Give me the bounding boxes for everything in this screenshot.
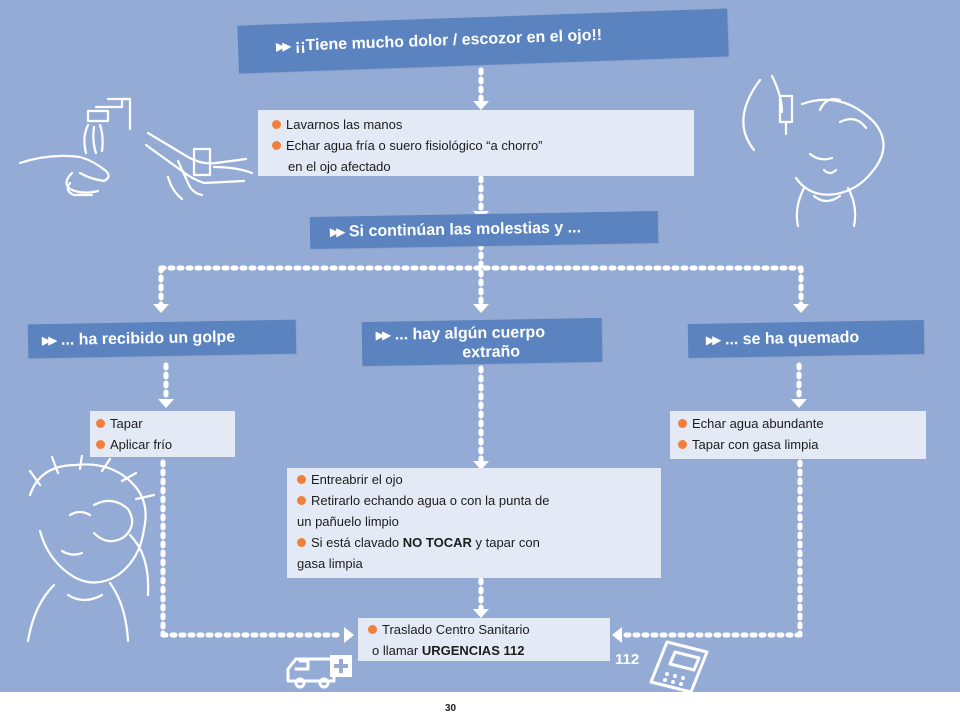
quemado-item: Echar agua abundante xyxy=(678,413,926,434)
cuerpo-item-continuation: un pañuelo limpio xyxy=(297,514,399,529)
cuerpo-item: Entreabrir el ojo xyxy=(297,469,661,490)
step1-item: Echar agua fría o suero fisiológico “a c… xyxy=(272,135,694,156)
double-arrow-icon: ▶▶ xyxy=(705,334,720,347)
urgencias-text: URGENCIAS 112 xyxy=(421,643,525,658)
traslado-line: o llamar URGENCIAS 112 xyxy=(372,643,525,658)
golpe-item: Tapar xyxy=(96,413,235,434)
quemado-box: Echar agua abundante Tapar con gasa limp… xyxy=(670,411,926,459)
quemado-item: Tapar con gasa limpia xyxy=(678,434,926,455)
step1-item: Lavarnos las manos xyxy=(272,114,694,135)
double-arrow-icon: ▶▶ xyxy=(41,334,56,348)
hurt-eye-person-icon xyxy=(26,455,156,643)
branch-header-quemado: ▶▶... se ha quemado xyxy=(687,319,925,359)
cuerpo-extrano-box: Entreabrir el ojo Retirarlo echando agua… xyxy=(287,468,661,578)
cuerpo-item: Si está clavado NO TOCAR y tapar con xyxy=(297,532,661,553)
bullet-icon xyxy=(678,440,687,449)
step1-item-continuation: en el ojo afectado xyxy=(288,159,391,174)
traslado-box: Traslado Centro Sanitario o llamar URGEN… xyxy=(358,618,610,661)
branch-header-golpe: ▶▶... ha recibido un golpe xyxy=(27,319,297,359)
no-tocar-text: NO TOCAR xyxy=(402,535,472,550)
bullet-icon xyxy=(272,120,281,129)
golpe-item: Aplicar frío xyxy=(96,434,235,455)
mobile-phone-icon xyxy=(649,640,709,694)
title-text: ¡¡Tiene mucho dolor / escozor en el ojo!… xyxy=(294,26,603,55)
double-arrow-icon: ▶▶ xyxy=(275,40,290,54)
step1-box: Lavarnos las manos Echar agua fría o sue… xyxy=(258,110,694,176)
double-arrow-icon: ▶▶ xyxy=(375,329,389,342)
bullet-icon xyxy=(96,419,105,428)
double-arrow-icon: ▶▶ xyxy=(329,226,344,239)
bullet-icon xyxy=(297,538,306,547)
branch-header-cuerpo-extrano: ▶▶... hay algún cuerpo extraño xyxy=(361,317,603,367)
connectors xyxy=(158,67,804,638)
bullet-icon xyxy=(96,440,105,449)
traslado-line: Traslado Centro Sanitario xyxy=(368,619,610,640)
bullet-icon xyxy=(368,625,377,634)
cuerpo-item: Retirarlo echando agua o con la punta de xyxy=(297,490,661,511)
branch-header: ▶▶Si continúan las molestias y ... xyxy=(309,210,659,250)
bullet-icon xyxy=(297,475,306,484)
golpe-box: Tapar Aplicar frío xyxy=(90,411,235,457)
bullet-icon xyxy=(272,141,281,150)
cuerpo-item-continuation: gasa limpia xyxy=(297,556,363,571)
ambulance-icon xyxy=(286,655,352,689)
page-number: 30 xyxy=(445,703,457,714)
bullet-icon xyxy=(297,496,306,505)
faucet-handwash-icon xyxy=(18,97,254,201)
phone-number-label: 112 xyxy=(615,651,640,668)
eye-drop-person-icon xyxy=(742,74,885,228)
bullet-icon xyxy=(678,419,687,428)
